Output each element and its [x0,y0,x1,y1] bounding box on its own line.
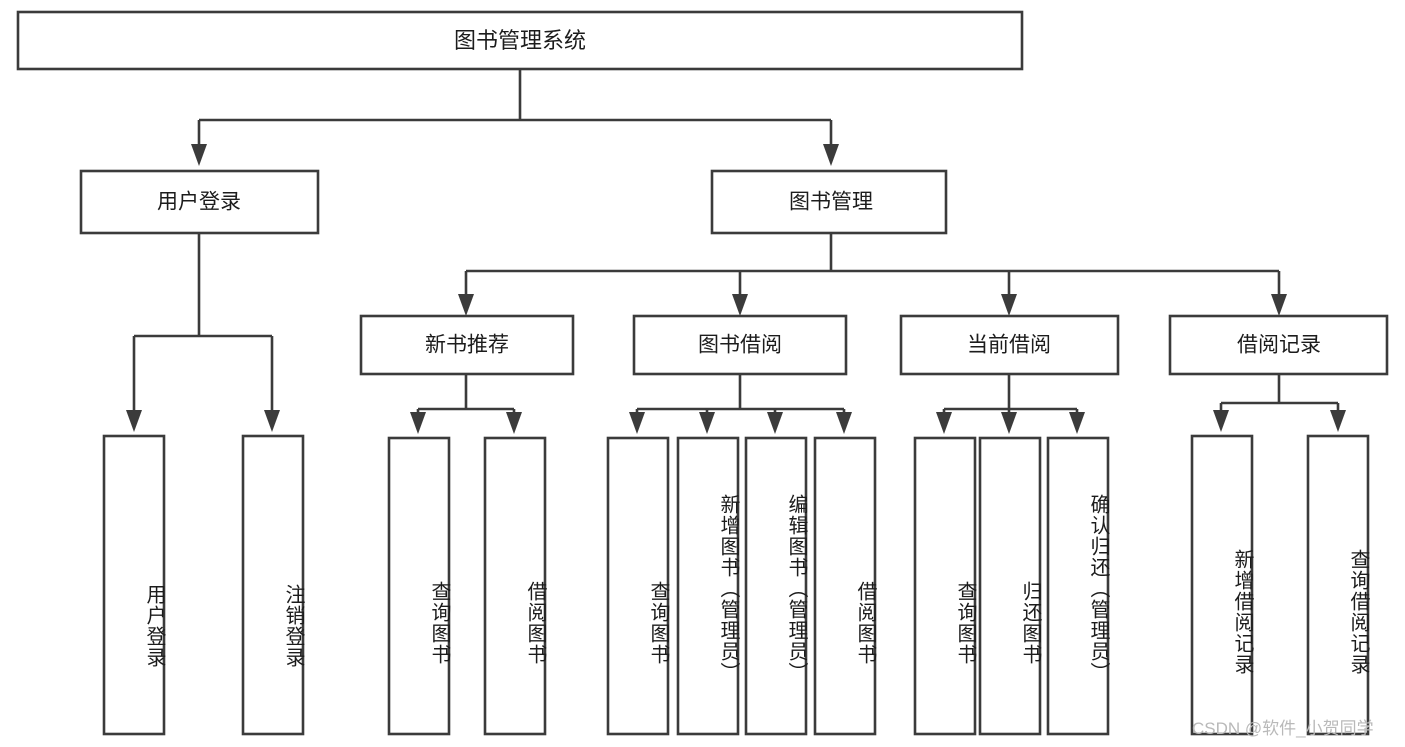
arrow-root-to-book-mgmt [823,144,839,166]
leaf-box-current-borrow-2[interactable] [1046,436,1110,736]
connector-group-new-book [410,374,522,434]
node-book-management[interactable]: 图书管理 [710,169,948,235]
arrow-book-mgmt-c1 [732,294,748,316]
node-user-login-label: 用户登录 [157,191,241,214]
node-book-management-box[interactable] [710,169,948,235]
node-current-borrow-box[interactable] [899,314,1120,376]
connector-group-borrow-record [1213,374,1346,432]
arrow-new-book-leaf-1 [506,412,522,434]
arrow-user-login-leaf-1 [264,410,280,432]
node-book-borrow-box[interactable] [632,314,848,376]
leaf-box-book-borrow-3[interactable] [813,436,877,736]
leaf-box-new-book-1[interactable] [483,436,547,736]
node-borrow-record[interactable]: 借阅记录 [1168,314,1389,376]
node-user-login-box[interactable] [79,169,320,235]
arrow-new-book-leaf-0 [410,412,426,434]
connector-group-current-borrow [936,374,1085,434]
arrow-book-borrow-leaf-3 [836,412,852,434]
arrow-borrow-record-leaf-1 [1330,410,1346,432]
node-borrow-record-label: 借阅记录 [1237,334,1321,357]
leaf-box-user-login-1[interactable] [241,434,305,736]
arrow-book-borrow-leaf-0 [629,412,645,434]
node-root-label: 图书管理系统 [454,28,586,53]
connector-group-user-login [126,233,280,432]
leaf-box-borrow-record-1[interactable] [1306,434,1370,736]
node-root[interactable]: 图书管理系统 [16,10,1024,71]
node-book-borrow-label: 图书借阅 [698,334,782,357]
leaf-boxes-user-login [102,434,305,736]
node-book-management-label: 图书管理 [789,191,873,214]
node-root-box[interactable] [16,10,1024,71]
leaf-box-borrow-record-0[interactable] [1190,434,1254,736]
node-borrow-record-box[interactable] [1168,314,1389,376]
arrow-user-login-leaf-0 [126,410,142,432]
node-current-borrow-label: 当前借阅 [967,334,1051,357]
leaf-boxes-current-borrow [913,436,1110,736]
node-new-book-recommend-box[interactable] [359,314,575,376]
leaf-box-book-borrow-1[interactable] [676,436,740,736]
arrow-current-borrow-leaf-2 [1069,412,1085,434]
leaf-boxes-book-borrow [606,436,877,736]
leaf-box-current-borrow-1[interactable] [978,436,1042,736]
arrow-book-mgmt-c2 [1001,294,1017,316]
arrow-book-mgmt-c0 [458,294,474,316]
node-current-borrow[interactable]: 当前借阅 [899,314,1120,376]
leaf-boxes-borrow-record [1190,434,1370,736]
arrow-current-borrow-leaf-1 [1001,412,1017,434]
arrow-book-borrow-leaf-2 [767,412,783,434]
connector-group-book-borrow [629,374,852,434]
leaf-box-book-borrow-0[interactable] [606,436,670,736]
connector-group-book-mgmt [458,233,1287,316]
arrow-book-borrow-leaf-1 [699,412,715,434]
arrow-current-borrow-leaf-0 [936,412,952,434]
leaf-box-current-borrow-0[interactable] [913,436,977,736]
leaf-boxes-new-book-recommend [387,436,547,736]
node-new-book-recommend[interactable]: 新书推荐 [359,314,575,376]
arrow-book-mgmt-c3 [1271,294,1287,316]
node-book-borrow[interactable]: 图书借阅 [632,314,848,376]
connector-group-root [191,69,839,166]
leaf-box-user-login-0[interactable] [102,434,166,736]
node-new-book-recommend-label: 新书推荐 [425,334,509,357]
node-user-login[interactable]: 用户登录 [79,169,320,235]
leaf-box-new-book-0[interactable] [387,436,451,736]
leaf-box-book-borrow-2[interactable] [744,436,808,736]
arrow-borrow-record-leaf-0 [1213,410,1229,432]
arrow-root-to-user-login [191,144,207,166]
